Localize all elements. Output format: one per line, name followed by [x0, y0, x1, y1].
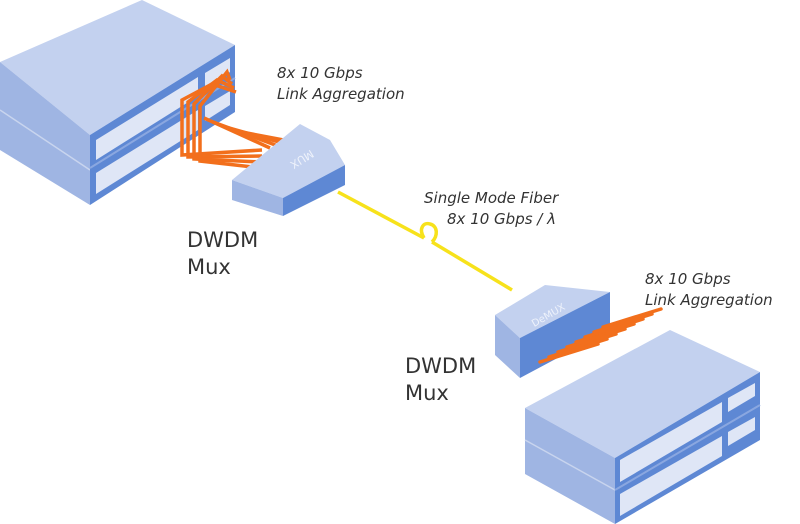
link-a-label: 8x 10 Gbps Link Aggregation [277, 63, 405, 105]
patch-fiber [601, 307, 663, 329]
switch-b-top [525, 330, 760, 458]
switch-a-top [0, 0, 235, 135]
patch-fiber [565, 327, 627, 349]
switch-a-ports [96, 77, 198, 160]
switch-b-ports [620, 436, 722, 516]
fiber-loop [419, 221, 438, 244]
patch-fiber [198, 68, 263, 170]
switch-b-ports [620, 402, 722, 482]
patch-fibers-a [180, 68, 295, 170]
mux-top [232, 124, 345, 198]
link-b-label-line2: Link Aggregation [645, 291, 773, 309]
patch-fiber [583, 317, 645, 339]
demux-front [520, 292, 610, 378]
switch-b-side-seam [524, 439, 616, 491]
switch-a-ports [96, 110, 198, 194]
switch-a [0, 0, 236, 205]
patch-fiber [592, 312, 654, 334]
patch-fiber [180, 82, 263, 157]
switch-a-uplink-ports [205, 91, 230, 121]
switch-b-front-seam [614, 404, 761, 491]
demux-side [495, 315, 520, 378]
mux-front-left [232, 180, 283, 216]
link-a-label-line2: Link Aggregation [277, 85, 405, 103]
switch-b-side [525, 408, 615, 524]
link-b-label: 8x 10 Gbps Link Aggregation [645, 269, 773, 311]
patch-fiber [186, 77, 263, 159]
mux-front-right [283, 165, 345, 216]
mux-device: MUX [232, 124, 345, 216]
patch-fibers-b [538, 307, 663, 364]
link-a-label-line1: 8x 10 Gbps [277, 64, 363, 82]
link-b-label-line1: 8x 10 Gbps [645, 270, 731, 288]
fiber-line [337, 190, 513, 292]
switch-a-side [0, 62, 90, 205]
mux-caption-line1: DWDM [187, 228, 259, 252]
demux-top [495, 285, 610, 338]
demux-caption-line1: DWDM [405, 354, 477, 378]
demux-caption: DWDM Mux [405, 353, 476, 407]
switch-b [524, 330, 761, 524]
mux-caption: DWDM Mux [187, 227, 258, 281]
single-mode-fiber [337, 190, 513, 292]
fiber-label-line1: Single Mode Fiber [424, 189, 559, 207]
switch-a-uplink-ports [205, 58, 230, 88]
fiber-label: Single Mode Fiber 8x 10 Gbps / λ [424, 188, 558, 230]
switch-b-uplink-ports [728, 383, 755, 412]
patch-fiber [547, 337, 609, 359]
patch-fiber [192, 73, 263, 164]
patch-fiber [556, 332, 618, 354]
patch-fiber [574, 322, 636, 344]
switch-a-side-seam [0, 109, 91, 171]
patch-fiber [538, 342, 600, 364]
demux-device: DeMUX [495, 285, 610, 378]
fiber-label-line2: 8x 10 Gbps / λ [447, 210, 556, 228]
mux-caption-line2: Mux [187, 255, 231, 279]
switch-b-uplink-ports [728, 417, 755, 446]
demux-caption-line2: Mux [405, 381, 449, 405]
